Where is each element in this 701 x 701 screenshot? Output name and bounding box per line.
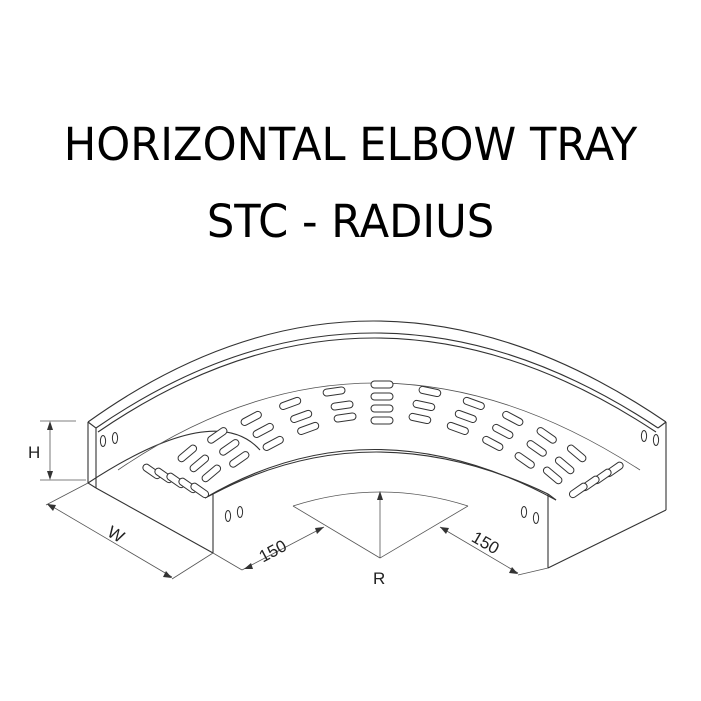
radius-label: R [373, 569, 385, 588]
dimension-left-straight: 150 [212, 526, 325, 571]
outer-side-wall [87, 320, 667, 510]
bolt-holes [99, 430, 660, 524]
right-straight-label: 150 [468, 528, 502, 559]
perforation-slots [142, 380, 624, 499]
title-line-1: HORIZONTAL ELBOW TRAY [63, 118, 638, 171]
width-label: W [104, 522, 127, 546]
dimension-right-straight: 150 [439, 526, 549, 576]
dimension-height: H [28, 420, 86, 481]
inner-side-wall [204, 448, 557, 568]
dimension-radius: R [292, 491, 469, 588]
left-straight-label: 150 [256, 536, 290, 566]
dimension-width: W [45, 482, 214, 580]
title-line-2: STC - RADIUS [206, 195, 495, 248]
height-label: H [28, 443, 40, 462]
